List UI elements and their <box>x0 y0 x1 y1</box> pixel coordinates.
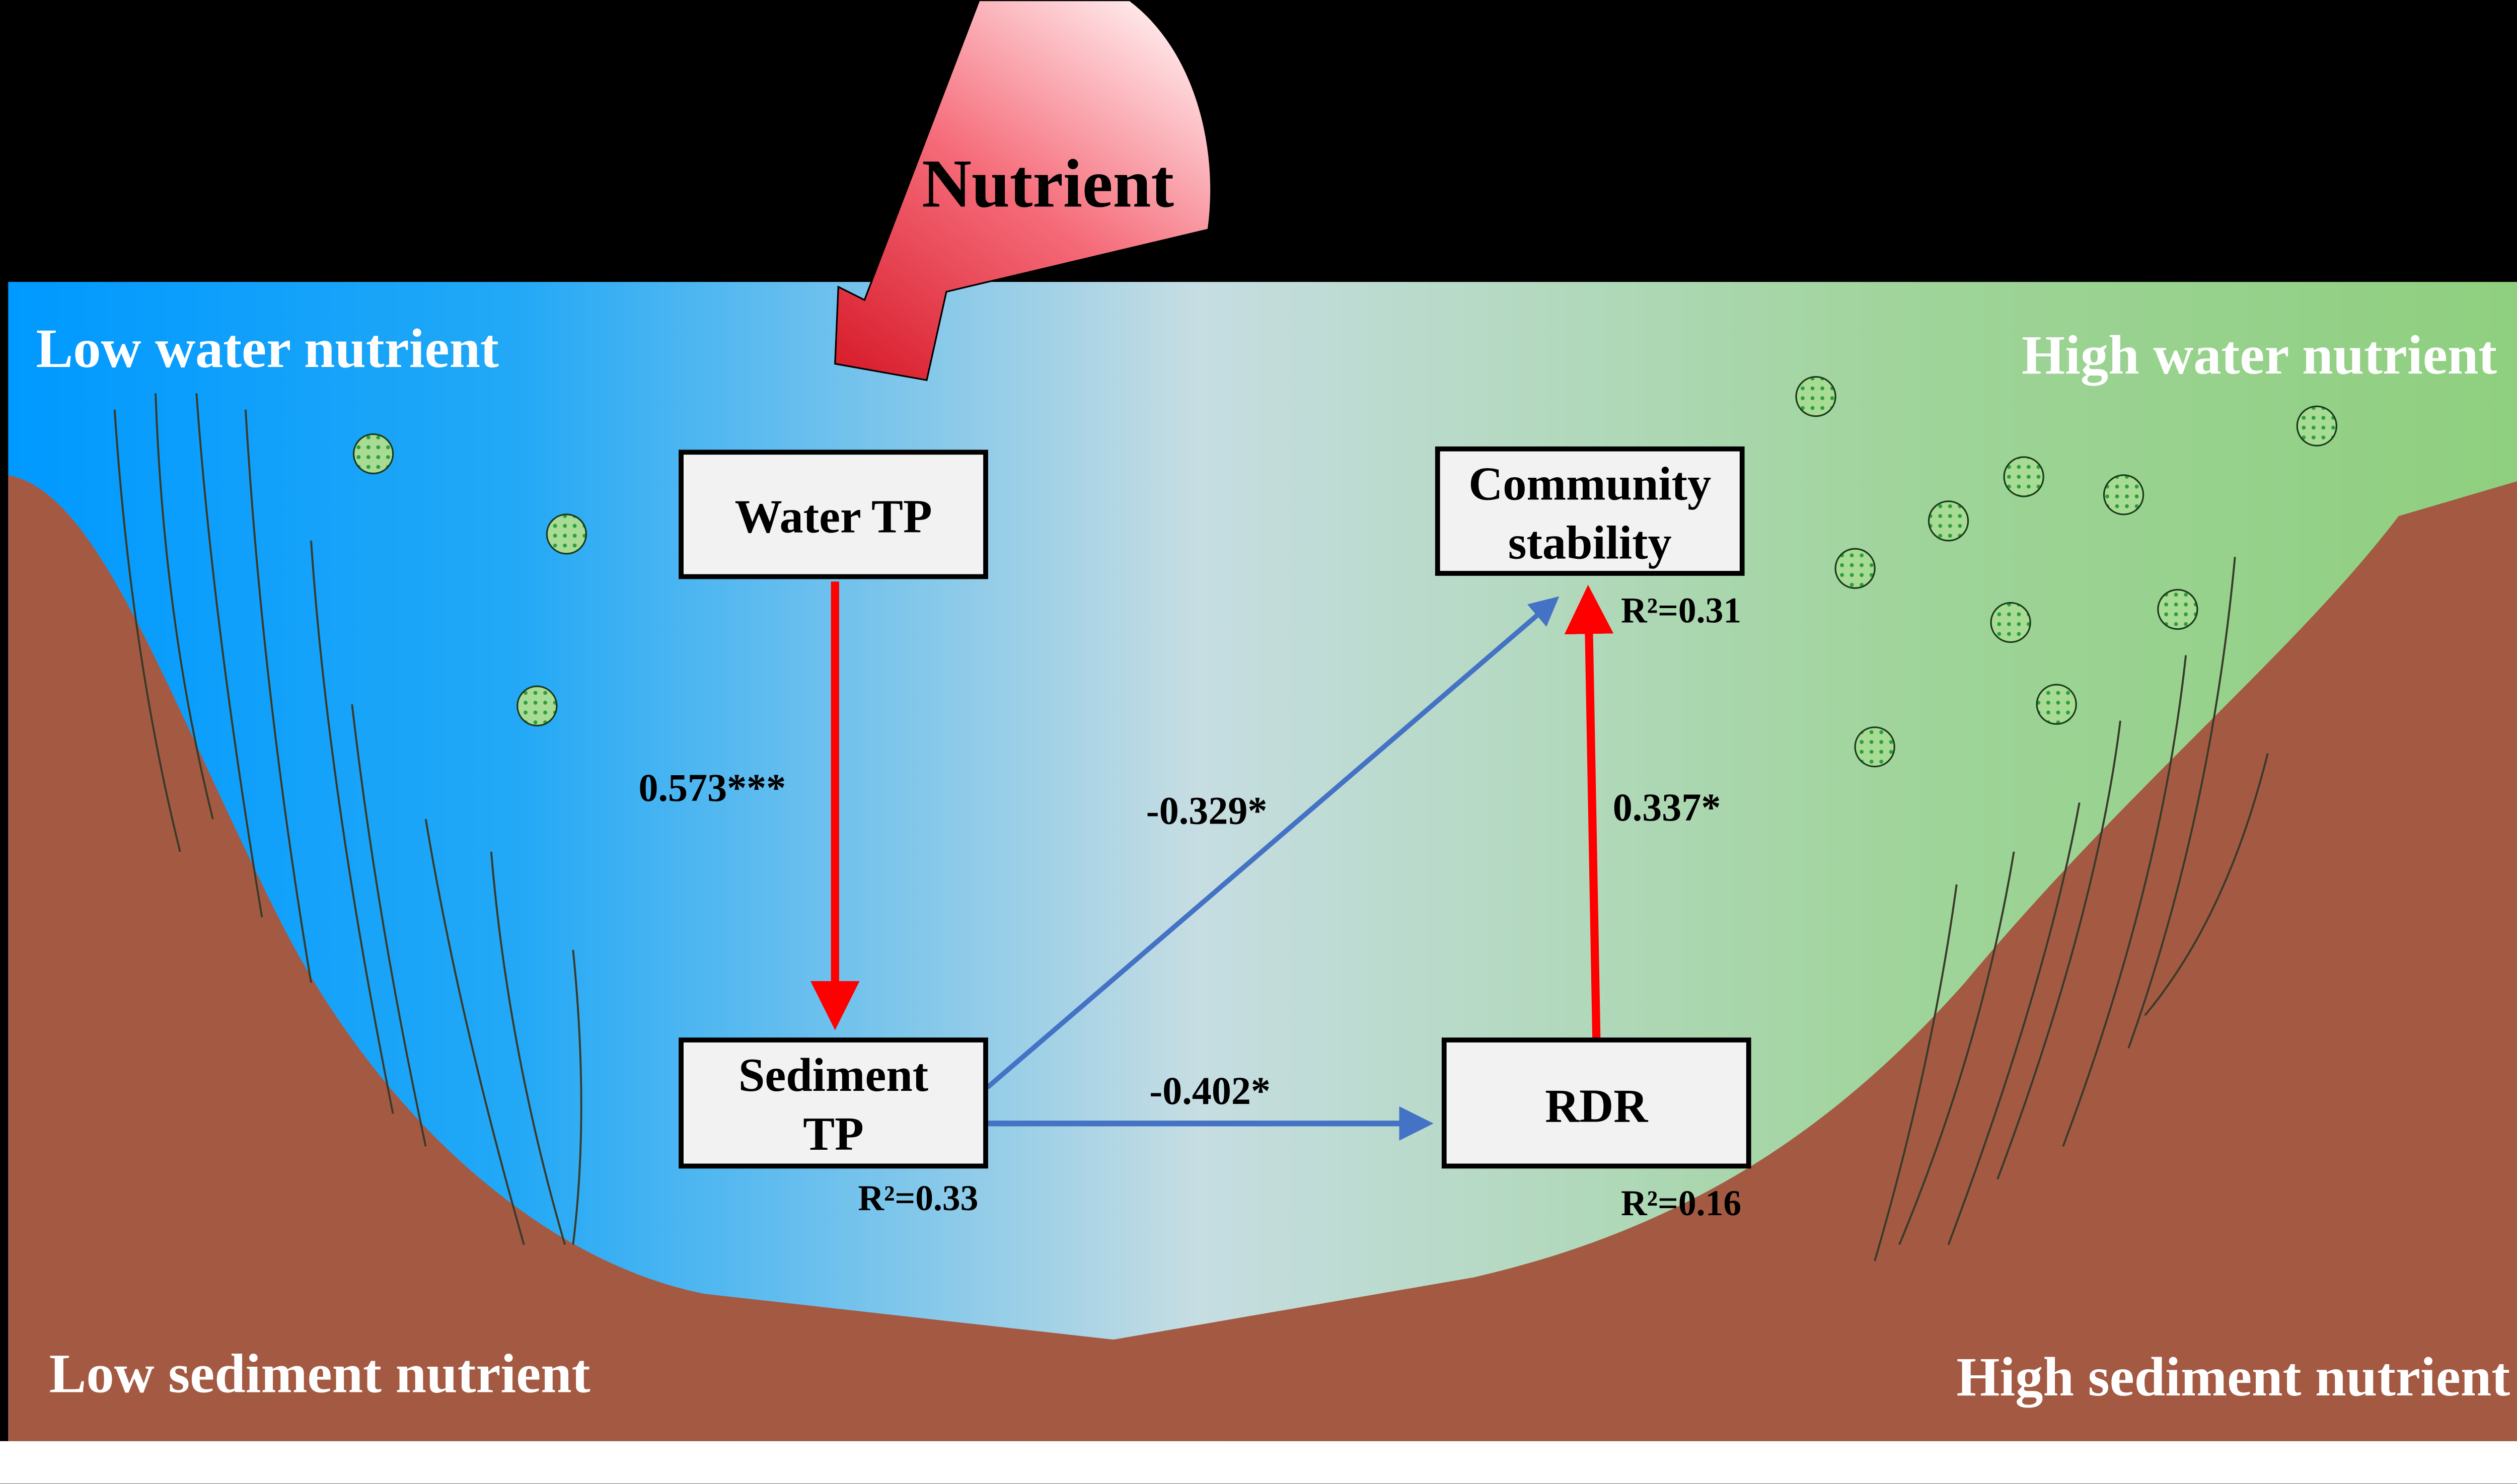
path-rdr-stability <box>1564 584 1614 1038</box>
submerged-plants-right <box>1874 557 2269 1262</box>
r2-sediment-tp: R²=0.33 <box>858 1178 978 1218</box>
node-community-stability: Community stability <box>1435 446 1745 576</box>
sediment-basin <box>8 475 2517 1441</box>
coef-sedimenttp-rdr: -0.402* <box>1149 1069 1271 1112</box>
r2-rdr: R²=0.16 <box>1621 1183 1741 1223</box>
label-high-sediment-nutrient: High sediment nutrient <box>1956 1346 2510 1407</box>
coef-rdr-stability: 0.337* <box>1613 785 1721 829</box>
r2-community-stability: R²=0.31 <box>1621 591 1741 631</box>
label-low-sediment-nutrient: Low sediment nutrient <box>49 1342 590 1404</box>
algae-cells <box>352 376 2338 768</box>
node-rdr-label: RDR <box>1545 1080 1648 1133</box>
node-sediment-tp: Sediment TP <box>679 1037 988 1169</box>
node-community-stability-line1: Community <box>1468 458 1711 510</box>
path-sedimenttp-stability <box>986 596 1560 1089</box>
node-water-tp-label: Water TP <box>735 491 932 543</box>
coef-sedimenttp-stability: -0.329* <box>1146 789 1268 833</box>
node-water-tp: Water TP <box>679 450 988 579</box>
coef-watertp-sedimenttp: 0.573*** <box>638 766 786 809</box>
label-high-water-nutrient: High water nutrient <box>2022 324 2497 386</box>
node-sediment-tp-line2: TP <box>803 1108 864 1160</box>
submerged-plants-left <box>113 393 582 1245</box>
nutrient-arrow-icon <box>834 0 1212 382</box>
bottom-strip <box>0 1441 2517 1484</box>
label-low-water-nutrient: Low water nutrient <box>36 317 499 379</box>
node-sediment-tp-line1: Sediment <box>738 1049 928 1101</box>
nutrient-label: Nutrient <box>922 145 1174 221</box>
node-rdr: RDR <box>1441 1037 1751 1169</box>
node-community-stability-line2: stability <box>1508 517 1672 569</box>
